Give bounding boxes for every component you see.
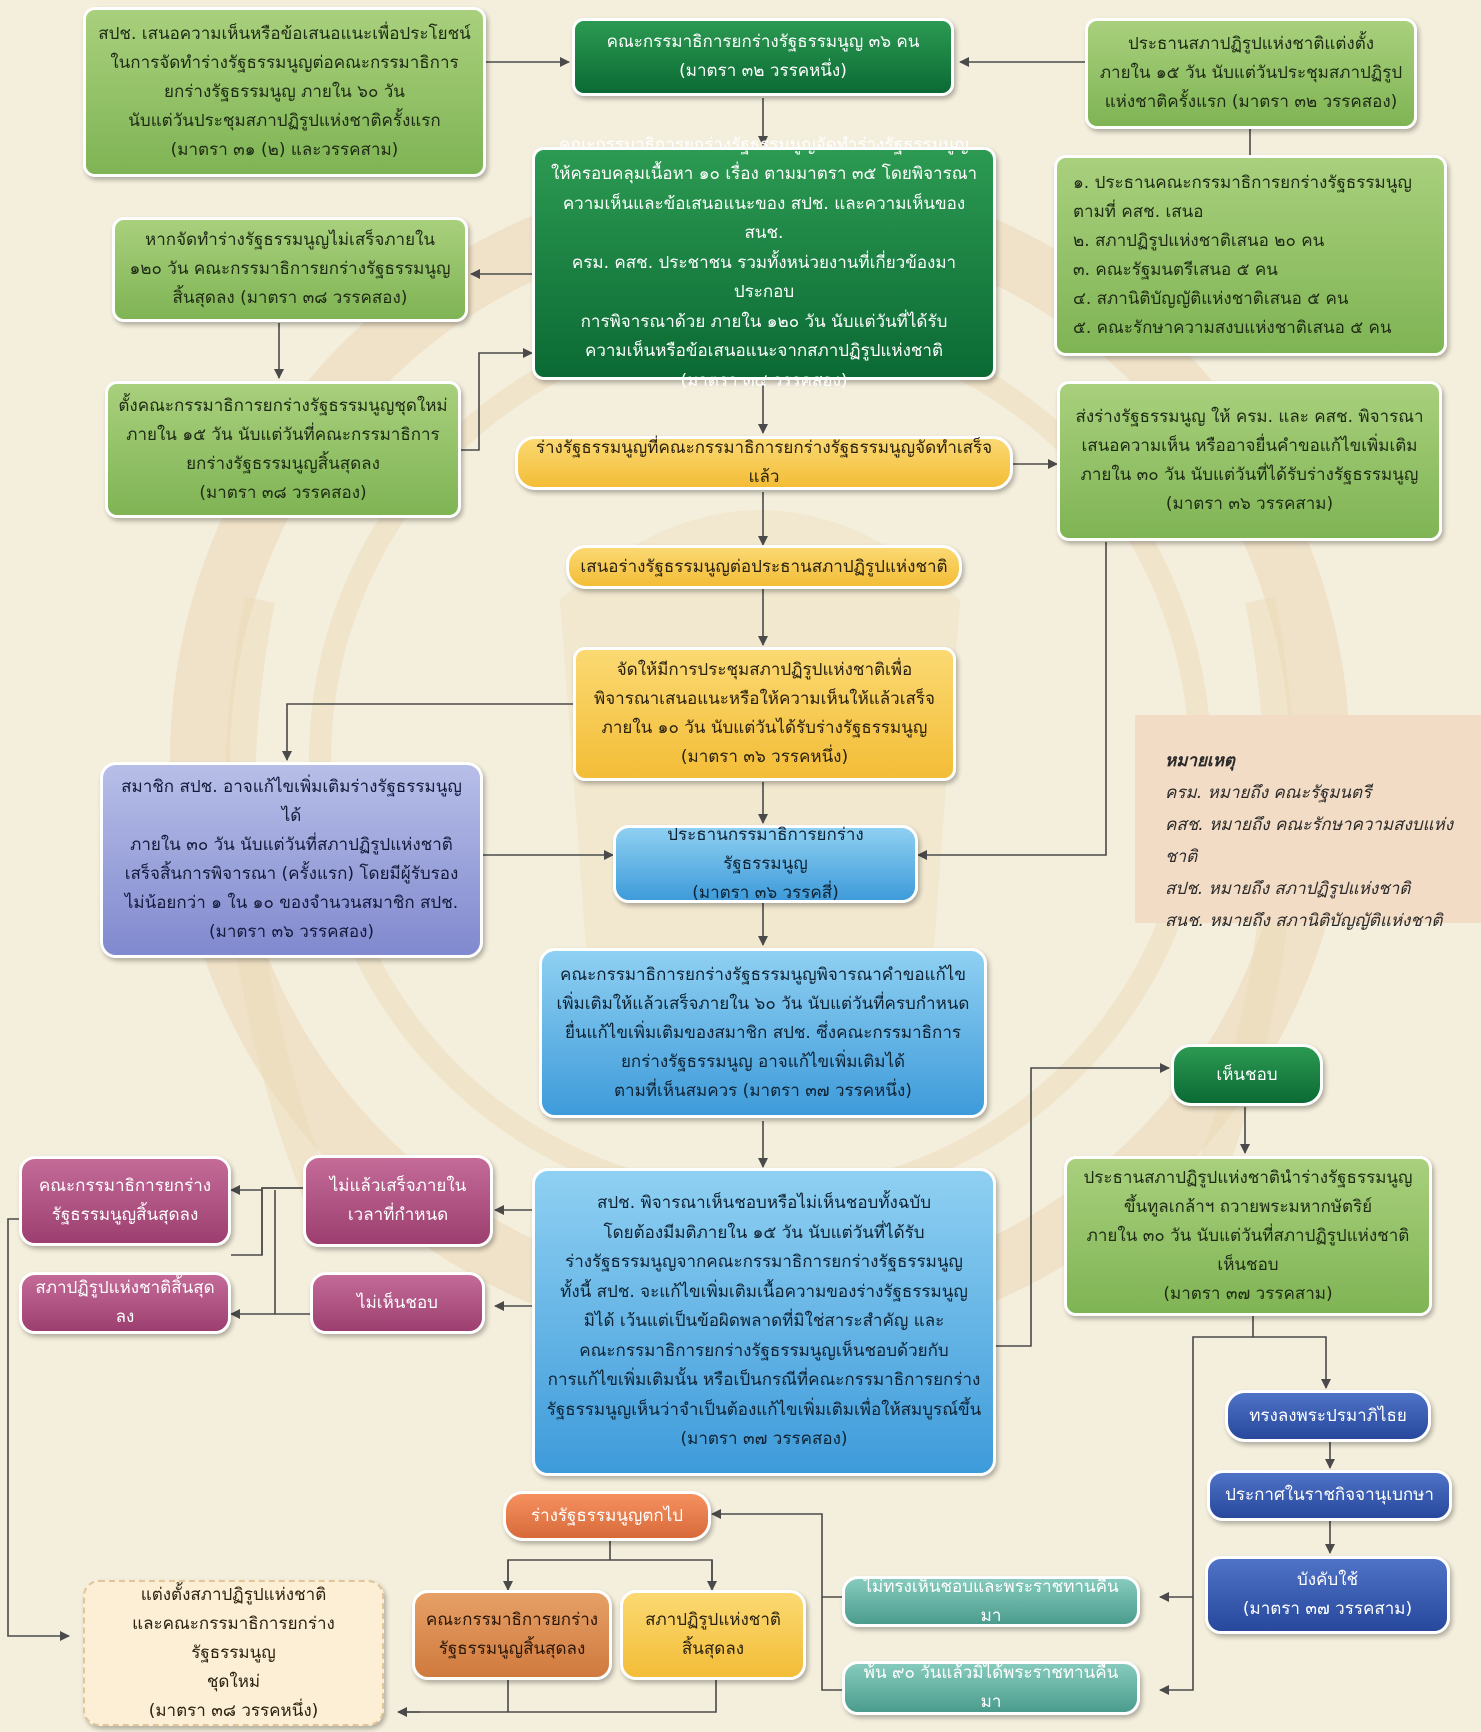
president-appoint-box: ประธานสภาปฏิรูปแห่งชาติแต่งตั้ง ภายใน ๑๕… <box>1085 18 1417 129</box>
king-rejects-box: ไม่ทรงเห็นชอบและพระราชทานคืนมา <box>842 1576 1140 1627</box>
not-in-time-box: ไม่แล้วเสร็จภายใน เวลาที่กำหนด <box>303 1155 493 1247</box>
arrow-meeting-to-member <box>282 703 573 761</box>
draft-falls-box: ร่างรัฐธรรมนูญตกไป <box>503 1491 711 1541</box>
ninety-days-box: พ้น ๙๐ วันแล้วมิได้พระราชทานคืนมา <box>842 1661 1140 1715</box>
new-committee-box: ตั้งคณะกรรมาธิการยกร่างรัฐธรรมนูญชุดใหม่… <box>105 381 461 518</box>
arrow-cabinet-to-chair <box>917 542 1107 860</box>
line-present-to-sign <box>1159 1316 1254 1602</box>
disapprove-box: ไม่เห็นชอบ <box>310 1272 485 1334</box>
legend-title: หมายเหตุ <box>1165 751 1235 771</box>
send-to-cabinet-box: ส่งร่างรัฐธรรมนูญ ให้ ครม. และ คสช. พิจา… <box>1057 381 1442 541</box>
propose-to-president-box: เสนอร่างรัฐธรรมนูญต่อประธานสภาปฏิรูปแห่ง… <box>566 545 962 589</box>
council-ends-box: สภาปฏิรูปแห่งชาติสิ้นสุดลง <box>19 1272 231 1334</box>
member-amendment-box: สมาชิก สปช. อาจแก้ไขเพิ่มเติมร่างรัฐธรรม… <box>100 762 483 958</box>
committee-ends-2-box: คณะกรรมาธิการยกร่าง รัฐธรรมนูญสิ้นสุดลง <box>412 1590 612 1680</box>
arrow-notintime-branch-a <box>230 1185 305 1195</box>
enforcement-box: บังคับใช้ (มาตรา ๓๗ วรรคสาม) <box>1205 1556 1450 1634</box>
line-left-end-to-reappoint <box>7 1218 70 1641</box>
arrow-notintime-to-committeeend <box>231 1187 305 1256</box>
legend-item: สปช. หมายถึง สภาปฏิรูปแห่งชาติ <box>1165 879 1411 899</box>
drafting-committee-36-box: คณะกรรมาธิการยกร่างรัฐธรรมนูญ ๓๖ คน (มาต… <box>572 18 954 96</box>
arrow-bottom-to-reappoint <box>398 1680 717 1713</box>
drafting-process-box: คณะกรรมาธิการยกร่างรัฐธรรมนูญจัดทำร่างรั… <box>532 135 996 391</box>
arrow-present-to-signbranch <box>1253 1336 1331 1389</box>
arrow-ninety-to-falls <box>821 1597 842 1691</box>
arrow-vote-to-approve <box>996 1063 1170 1347</box>
committee-composition-box: ๑. ประธานคณะกรรมาธิการยกร่างรัฐธรรมนูญ ต… <box>1054 155 1447 356</box>
approve-box: เห็นชอบ <box>1171 1044 1323 1106</box>
arrow-newcommittee-to-drafting <box>461 348 533 451</box>
arrow-reject-to-falls <box>711 1509 842 1598</box>
legend-item: คสช. หมายถึง คณะรักษาความสงบแห่งชาติ <box>1165 815 1454 867</box>
arrow-ninety-line <box>1159 1597 1194 1695</box>
committee-ends-box: คณะกรรมาธิการยกร่าง รัฐธรรมนูญสิ้นสุดลง <box>19 1156 231 1246</box>
draft-completed-box: ร่างรัฐธรรมนูญที่คณะกรรมาธิการยกร่างรัฐธ… <box>515 436 1013 490</box>
spch-recommendation-box: สปช. เสนอความเห็นหรือข้อเสนอแนะเพื่อประโ… <box>83 7 486 177</box>
consider-amendment-box: คณะกรรมาธิการยกร่างรัฐธรรมนูญพิจารณาคำขอ… <box>539 948 987 1118</box>
royal-signature-box: ทรงลงพระปรมาภิไธย <box>1225 1390 1431 1442</box>
council-meeting-box: จัดให้มีการประชุมสภาปฏิรูปแห่งชาติเพื่อ … <box>573 647 956 781</box>
legend-item: สนช. หมายถึง สภานิติบัญญัติแห่งชาติ <box>1165 911 1443 931</box>
committee-chair-box: ประธานกรรมาธิการยกร่างรัฐธรรมนูญ (มาตรา … <box>613 825 918 903</box>
legend-item: ครม. หมายถึง คณะรัฐมนตรี <box>1165 783 1372 803</box>
legend-note: หมายเหตุ ครม. หมายถึง คณะรัฐมนตรี คสช. ห… <box>1135 715 1481 931</box>
arrow-falls-split <box>507 1540 713 1588</box>
royal-gazette-box: ประกาศในราชกิจจานุเบกษา <box>1207 1470 1452 1521</box>
council-vote-box: สปช. พิจารณาเห็นชอบหรือไม่เห็นชอบทั้งฉบั… <box>532 1168 996 1476</box>
council-ends-2-box: สภาปฏิรูปแห่งชาติ สิ้นสุดลง <box>620 1590 806 1680</box>
present-to-king-box: ประธานสภาปฏิรูปแห่งชาตินำร่างรัฐธรรมนูญ … <box>1064 1156 1432 1316</box>
not-done-120-days-box: หากจัดทำร่างรัฐธรรมนูญไม่เสร็จภายใน ๑๒๐ … <box>112 217 468 322</box>
reappoint-box: แต่งตั้งสภาปฏิรูปแห่งชาติ และคณะกรรมาธิก… <box>83 1580 384 1726</box>
